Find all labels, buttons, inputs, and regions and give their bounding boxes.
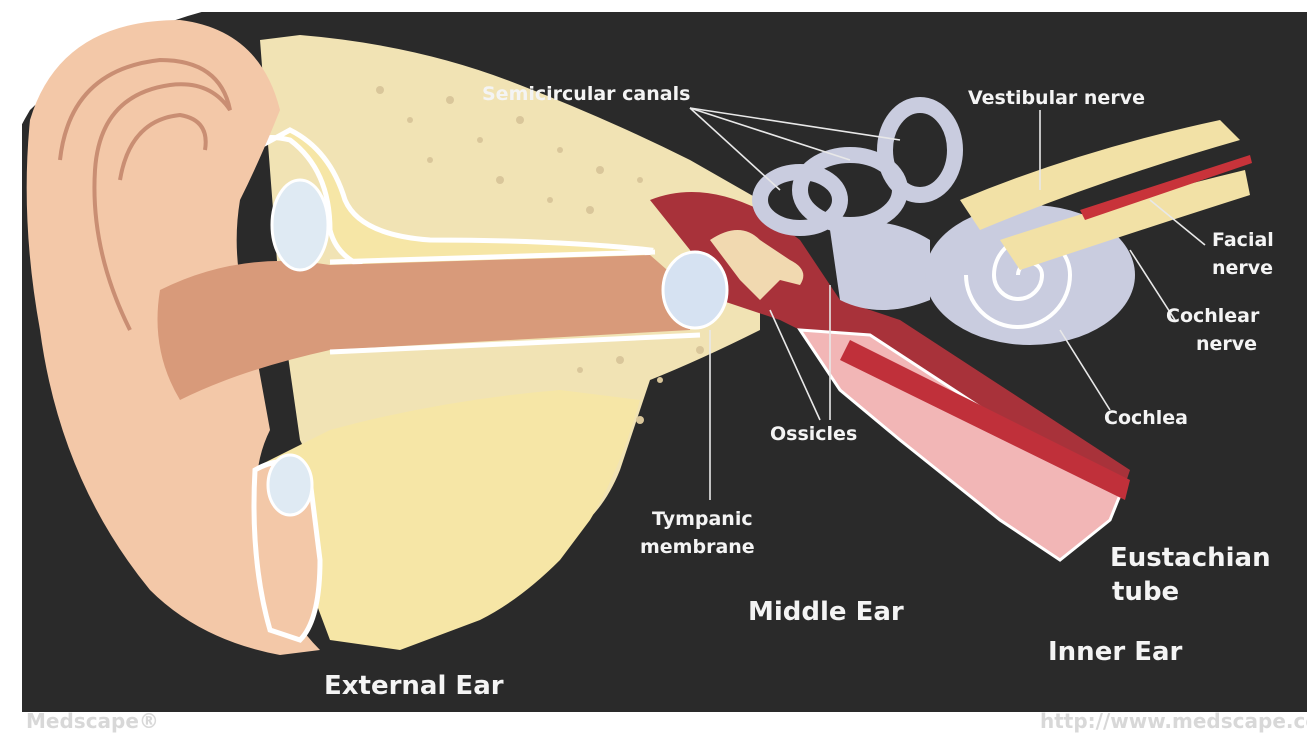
cartilage-blob-lower <box>268 455 312 515</box>
label-middle-ear: Middle Ear <box>748 597 904 627</box>
footer-right: http://www.medscape.com <box>1040 709 1307 733</box>
cartilage-blob-upper <box>272 180 328 270</box>
label-cochlear-nerve-2: nerve <box>1196 333 1257 355</box>
label-vestibular-nerve: Vestibular nerve <box>968 87 1145 109</box>
tympanic-membrane-shape <box>663 252 727 328</box>
label-tympanic-membrane-1: Tympanic <box>652 508 753 530</box>
label-facial-nerve-1: Facial <box>1212 229 1274 251</box>
label-eustachian-tube-2: tube <box>1112 577 1179 607</box>
label-facial-nerve-2: nerve <box>1212 257 1273 279</box>
label-inner-ear: Inner Ear <box>1048 637 1183 667</box>
vestibule <box>830 222 930 310</box>
label-semicircular-canals: Semicircular canals <box>482 83 690 105</box>
label-cochlear-nerve-1: Cochlear <box>1166 305 1260 327</box>
label-cochlea: Cochlea <box>1104 407 1188 429</box>
footer-left: Medscape® <box>26 709 159 733</box>
label-ossicles: Ossicles <box>770 423 857 445</box>
label-eustachian-tube-1: Eustachian <box>1110 543 1271 573</box>
label-external-ear: External Ear <box>324 671 504 701</box>
label-tympanic-membrane-2: membrane <box>640 536 755 558</box>
